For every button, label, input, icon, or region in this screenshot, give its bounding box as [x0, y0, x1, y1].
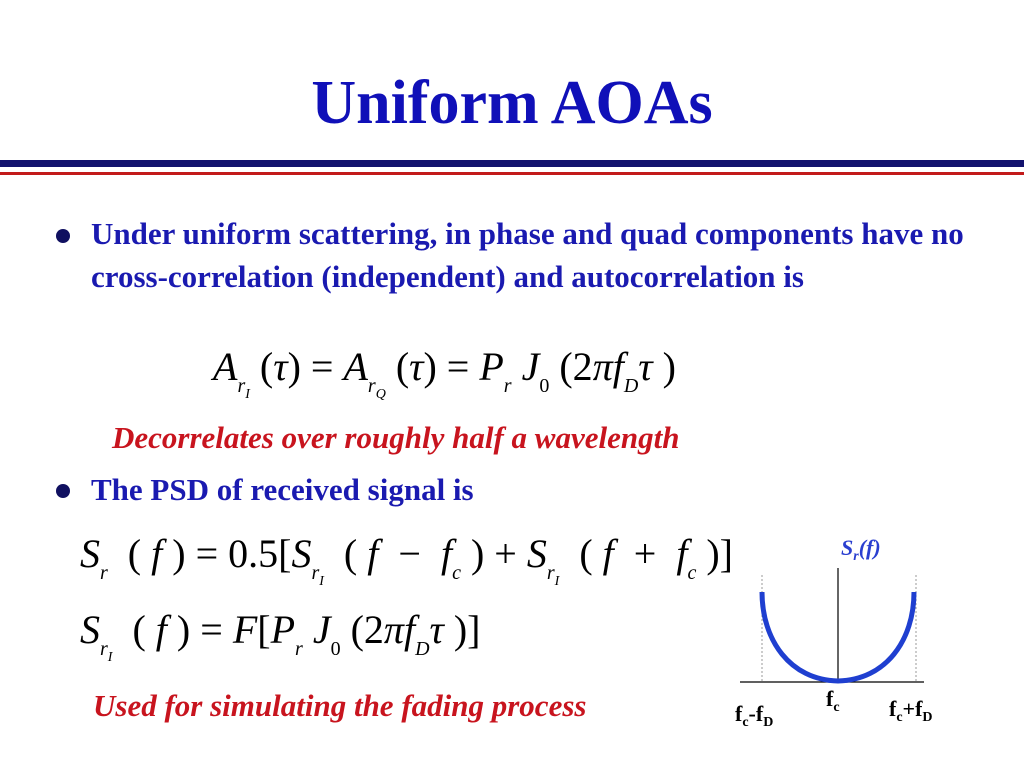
autocorrelation-equation: ArI (τ) = ArQ (τ) = Pr J0 (2πfDτ ) — [213, 344, 676, 402]
bullet-dot-icon — [56, 484, 70, 498]
bullet-dot-icon — [56, 229, 70, 243]
bullet-uniform-scattering: Under uniform scattering, in phase and q… — [91, 216, 964, 294]
psd-label-fc-minus-fd: fc-fD — [735, 701, 774, 730]
psd-plot — [740, 568, 924, 684]
psd-label-fc-plus-fd: fc+fD — [889, 696, 933, 725]
title-rule-red — [0, 172, 1024, 175]
simulation-note: Used for simulating the fading process — [93, 688, 587, 723]
decorrelation-note: Decorrelates over roughly half a wavelen… — [112, 420, 680, 455]
slide-title: Uniform AOAs — [311, 69, 713, 137]
psd-curve — [759, 591, 917, 684]
bullet-psd: The PSD of received signal is — [91, 472, 474, 507]
psd-label-fc: fc — [826, 686, 840, 715]
psd-total-equation: Sr ( f ) = 0.5[SrI ( f − fc ) + SrI ( f … — [80, 531, 733, 589]
title-rule-navy — [0, 160, 1024, 167]
psd-plot-title: Sr(f) — [841, 535, 881, 564]
psd-inphase-equation: SrI ( f ) = F[Pr J0 (2πfDτ )] — [80, 607, 481, 665]
